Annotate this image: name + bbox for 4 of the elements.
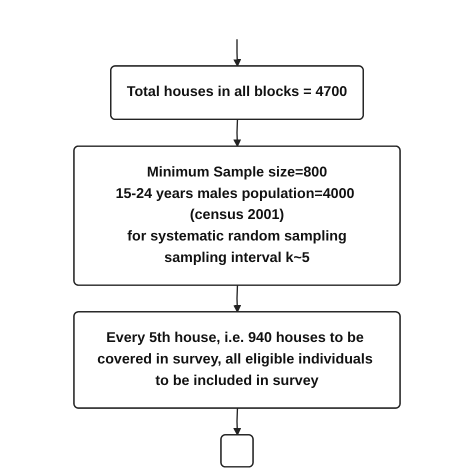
arrow (233, 286, 242, 313)
arrow (233, 408, 242, 436)
arrow (233, 120, 242, 147)
arrow (233, 39, 242, 67)
